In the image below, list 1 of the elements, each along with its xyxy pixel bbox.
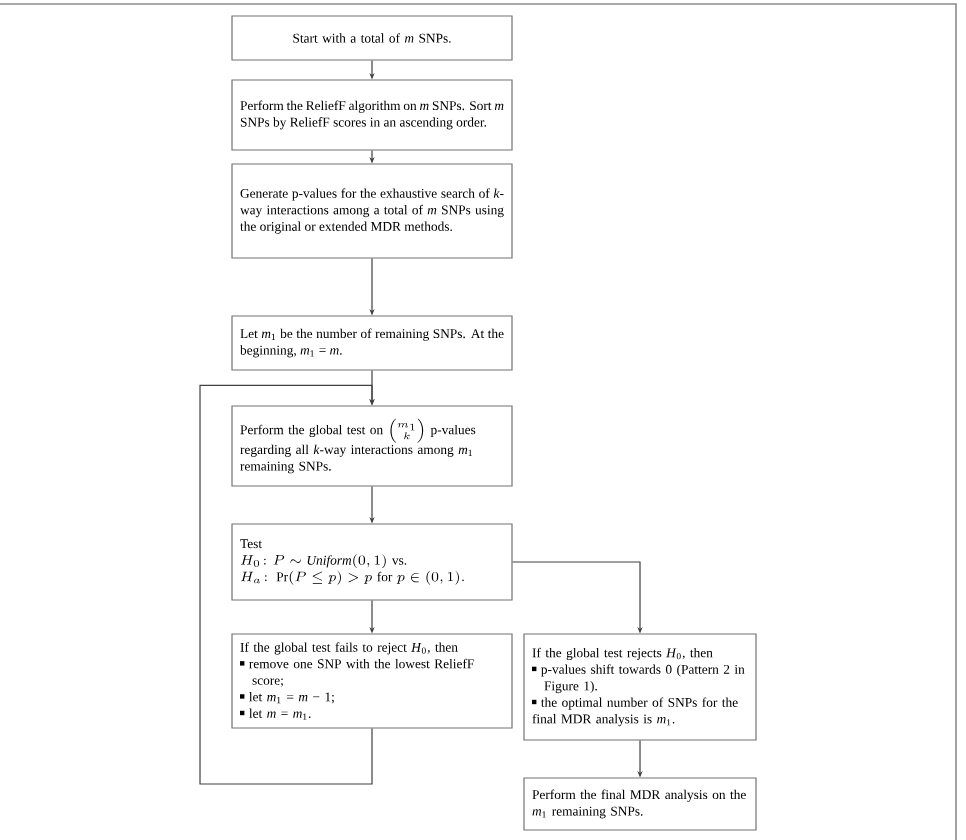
arrow [199, 384, 375, 785]
